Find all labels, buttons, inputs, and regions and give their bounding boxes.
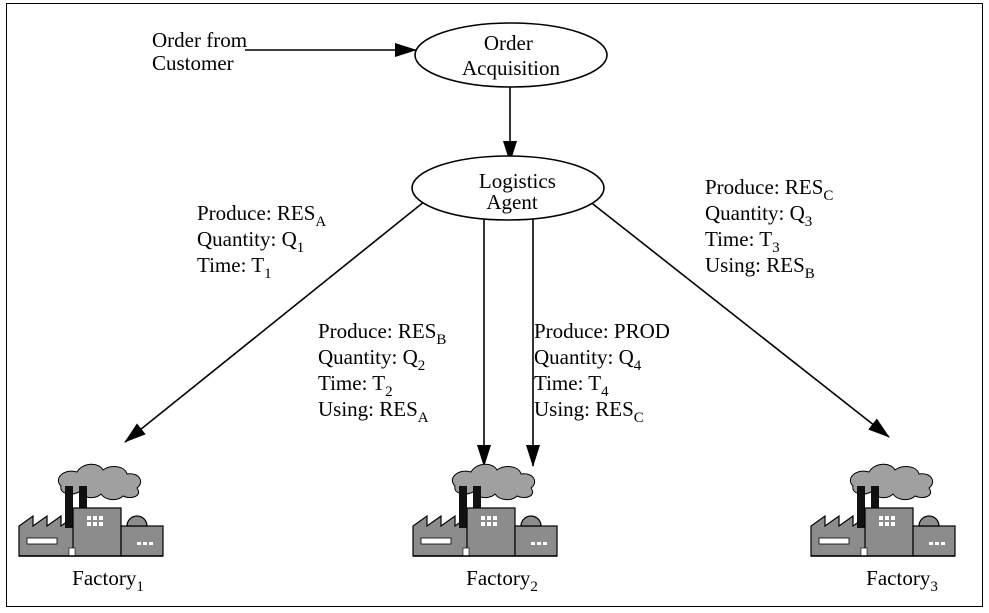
connector-arrows <box>124 43 890 467</box>
factory-1-label: Factory1 <box>72 566 144 595</box>
agent-to-factory3-arrow <box>583 196 890 438</box>
diagram-frame <box>6 3 983 607</box>
factory-3-label: Factory3 <box>866 566 938 595</box>
factory-icon <box>810 463 956 557</box>
factory-icon <box>18 463 164 557</box>
svg-text:Logistics Agent: Logistics Agent <box>479 169 561 214</box>
factory-2-label: Factory2 <box>466 566 538 595</box>
logistics-agent-node: Logistics Agent <box>411 155 605 221</box>
factory-3: Factory3 <box>810 463 956 595</box>
order-source-label: Order from Customer <box>152 28 252 75</box>
order-acquisition-node: Order Acquisition <box>414 22 608 88</box>
factory-1: Factory1 <box>18 463 164 595</box>
agent-to-factory1-arrow <box>124 196 431 443</box>
factory-icon <box>412 463 558 557</box>
message-factory1: Produce: RESA Quantity: Q1 Time: T1 <box>197 201 332 282</box>
factory-2: Factory2 <box>412 463 558 595</box>
svg-text:Order Acquisition: Order Acquisition <box>462 31 560 80</box>
message-factory3: Produce: RESC Quantity: Q3 Time: T3 Usin… <box>705 175 839 282</box>
message-factory2-first: Produce: RESB Quantity: Q2 Time: T2 Usin… <box>318 319 452 426</box>
message-factory2-second: Produce: PROD Quantity: Q4 Time: T4 Usin… <box>534 319 675 426</box>
